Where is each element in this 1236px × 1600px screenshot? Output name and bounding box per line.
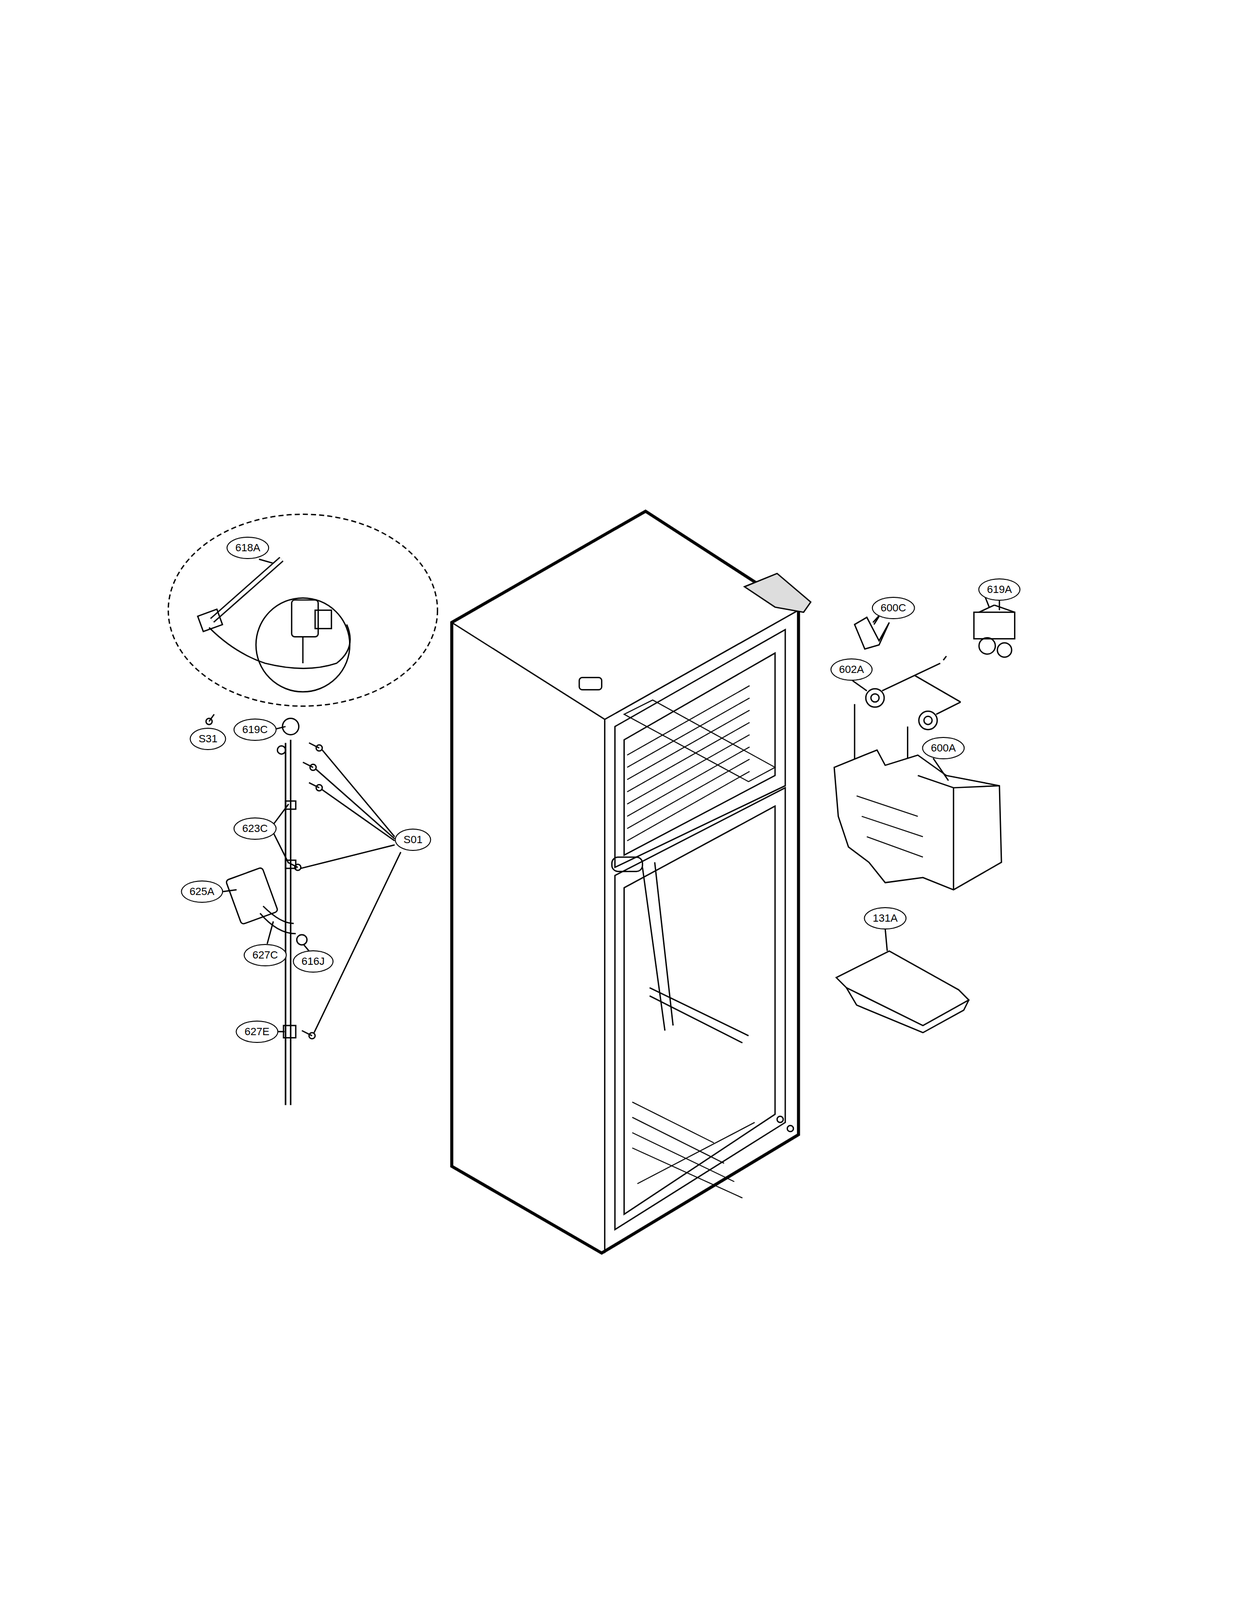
callout-number: 616J: [292, 950, 334, 973]
screws: [206, 713, 323, 1039]
callout-number: 131A: [864, 906, 907, 930]
callout-number: 600C: [871, 596, 916, 619]
callout-number: S31: [190, 727, 227, 750]
callout-number: 602A: [830, 658, 873, 681]
callout-number: 627E: [235, 1020, 278, 1043]
callout-number: 619C: [233, 718, 277, 741]
water-line-assembly: [168, 514, 438, 1106]
refrigerator-cabinet: [451, 510, 811, 1253]
callout-number: 623C: [233, 817, 277, 840]
callout-number: 627C: [243, 943, 287, 967]
callout-number: 618A: [226, 536, 270, 559]
callout-number: 625A: [180, 880, 223, 903]
callout-number: S01: [395, 828, 432, 851]
callout-number: 600A: [921, 736, 965, 760]
callout-number: 619A: [978, 578, 1021, 601]
